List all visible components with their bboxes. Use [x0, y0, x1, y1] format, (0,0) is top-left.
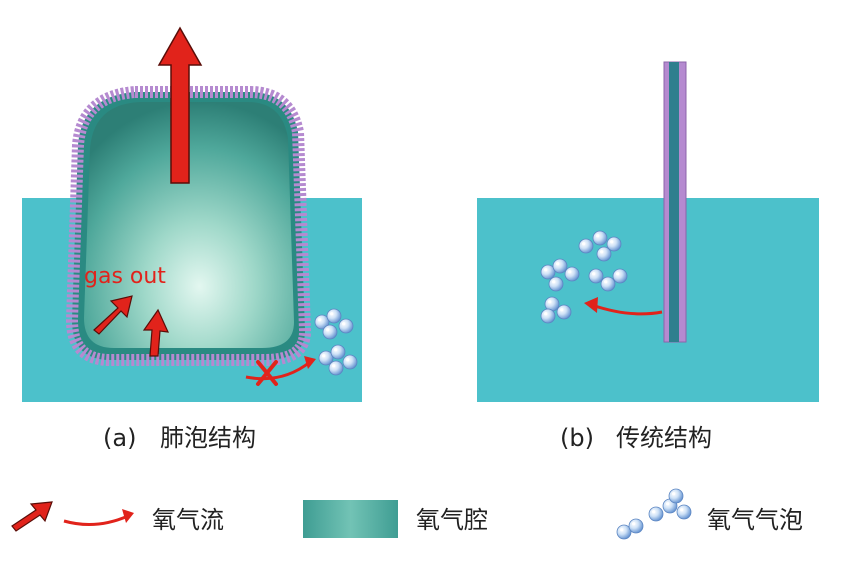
- blocked-flow-arrow: [245, 360, 311, 381]
- legend-flow-thin-arrowhead: [122, 509, 134, 523]
- legend-cavity-swatch: [303, 500, 398, 538]
- blocked-flow-arrowhead: [304, 356, 316, 369]
- panel-a-tag: (a): [103, 424, 136, 452]
- panel-b-tag: (b): [560, 424, 594, 452]
- flow-arrowhead-b: [584, 297, 598, 313]
- big-up-arrow: [157, 26, 203, 184]
- legend-cavity-label: 氧气腔: [416, 506, 488, 534]
- panel-a-caption: 肺泡结构: [160, 424, 256, 452]
- panel-b-caption: 传统结构: [616, 424, 712, 452]
- alveolus-cavity: [84, 102, 294, 348]
- legend: 氧气流 氧气腔 氧气气泡: [11, 488, 803, 540]
- flow-arrow-b: [591, 303, 663, 316]
- legend-flow-thick-arrow: [11, 501, 53, 532]
- legend-bubble-label: 氧气气泡: [707, 506, 803, 534]
- panel-b: [477, 61, 819, 402]
- small-arrow-diagonal: [93, 295, 133, 335]
- small-arrow-up: [142, 308, 169, 357]
- gas-out-label: gas out: [84, 264, 166, 289]
- cross-mark-icon: [256, 360, 278, 386]
- legend-flow-label: 氧气流: [152, 506, 224, 534]
- legend-bubble-icon: [616, 488, 692, 540]
- water-region-b: [477, 198, 819, 402]
- panel-a: gas out: [22, 26, 362, 402]
- membrane-core: [669, 62, 679, 342]
- legend-flow-thin-arrow: [63, 514, 129, 526]
